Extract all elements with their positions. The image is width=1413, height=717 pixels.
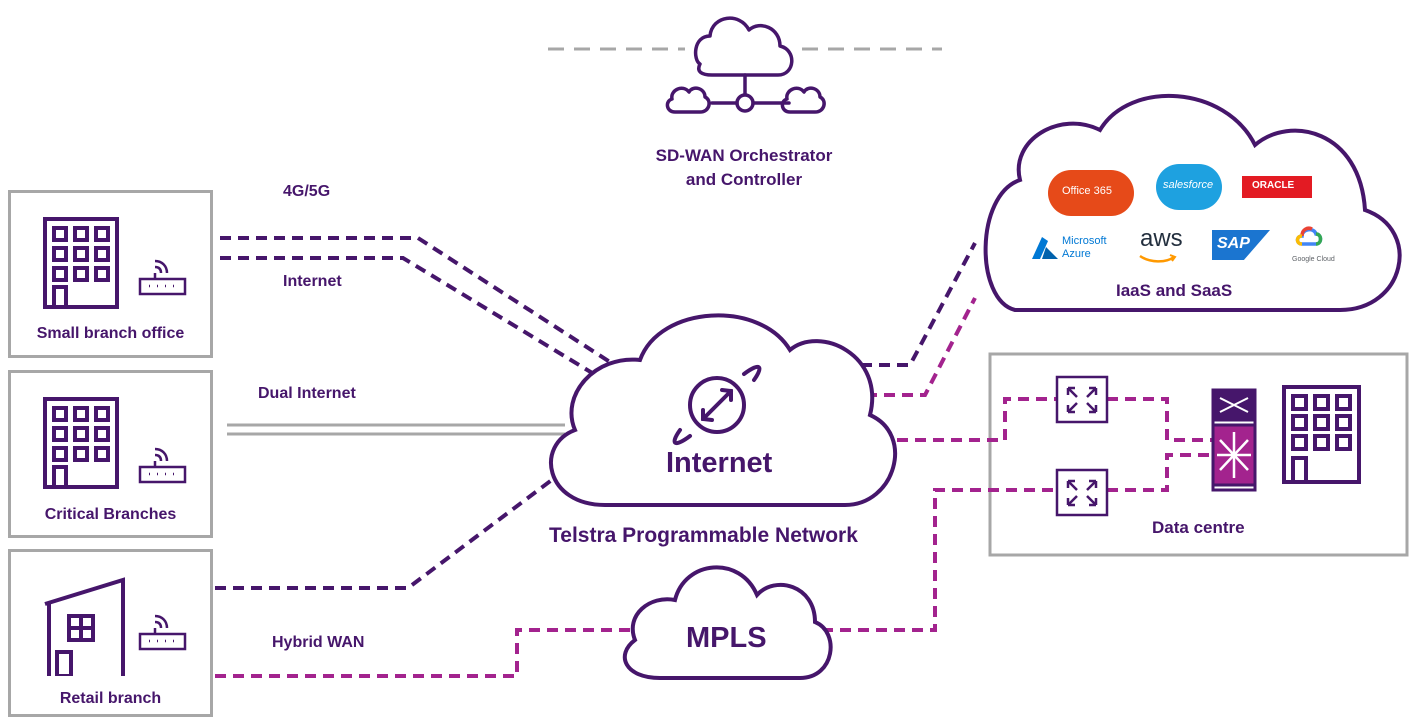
mpls-label: MPLS xyxy=(686,622,767,654)
data-centre-label: Data centre xyxy=(1152,518,1245,537)
branch-box-small: Small branch office xyxy=(8,190,213,358)
branch-label-critical: Critical Branches xyxy=(44,506,177,523)
azure-logo-text-2: Azure xyxy=(1062,248,1091,260)
link-retail-internet xyxy=(215,468,567,590)
link-label-dual-internet: Dual Internet xyxy=(258,385,356,402)
router-icon xyxy=(138,259,187,296)
router-icon xyxy=(138,447,187,484)
office-building-icon xyxy=(43,217,119,309)
aws-logo-text: aws xyxy=(1140,225,1183,252)
internet-cloud-label: Internet xyxy=(666,447,773,479)
router-icon xyxy=(138,614,187,651)
google-cloud-icon xyxy=(1295,226,1323,246)
branch-box-critical: Critical Branches xyxy=(8,370,213,538)
orchestrator-label-line2: and Controller xyxy=(685,170,803,189)
dc-firewall-icon xyxy=(1211,388,1257,492)
branch-box-retail: Retail branch xyxy=(8,549,213,717)
aws-smile-icon xyxy=(1139,254,1177,263)
link-label-hybrid-wan: Hybrid WAN xyxy=(272,634,365,651)
link-4g5g xyxy=(220,236,632,377)
link-internet-saas xyxy=(843,242,977,367)
network-label: Telstra Programmable Network xyxy=(549,524,858,547)
oracle-logo-text: ORACLE xyxy=(1252,180,1295,191)
oracle-logo: ORACLE xyxy=(1242,176,1312,198)
internet-cloud xyxy=(549,313,897,507)
mpls-cloud xyxy=(622,565,833,680)
link-internet xyxy=(220,256,614,387)
retail-store-icon xyxy=(44,577,125,676)
dc-router-icon-top xyxy=(1055,375,1109,424)
office-building-icon xyxy=(43,397,119,489)
branch-label-retail: Retail branch xyxy=(59,690,162,707)
dc-building-icon xyxy=(1282,385,1361,484)
link-internet-dc xyxy=(897,397,1213,492)
dc-router-icon-bottom xyxy=(1055,468,1109,517)
azure-icon xyxy=(1032,237,1058,259)
link-label-4g5g: 4G/5G xyxy=(283,183,331,200)
salesforce-logo: salesforce xyxy=(1156,164,1222,210)
link-hybrid-wan xyxy=(215,628,632,678)
saas-label: IaaS and SaaS xyxy=(1116,281,1233,300)
orchestrator-label-line1: SD-WAN Orchestrator xyxy=(655,146,833,165)
google-cloud-logo-text: Google Cloud xyxy=(1292,256,1335,263)
office365-logo: Office 365 xyxy=(1048,170,1134,216)
link-mpls-dc xyxy=(822,488,1057,632)
azure-logo-text-1: Microsoft xyxy=(1062,235,1107,247)
orchestrator-label: SD-WAN Orchestrator and Controller xyxy=(600,144,888,192)
link-dual-internet xyxy=(227,423,565,436)
office365-logo-text: Office 365 xyxy=(1062,185,1112,197)
branch-label-small: Small branch office xyxy=(36,325,185,342)
orchestrator-cloud-icon xyxy=(665,16,826,114)
internet-globe-icon xyxy=(672,364,762,446)
salesforce-logo-text: salesforce xyxy=(1163,179,1214,191)
link-label-internet: Internet xyxy=(283,273,342,290)
sap-logo-text: SAP xyxy=(1217,235,1250,252)
